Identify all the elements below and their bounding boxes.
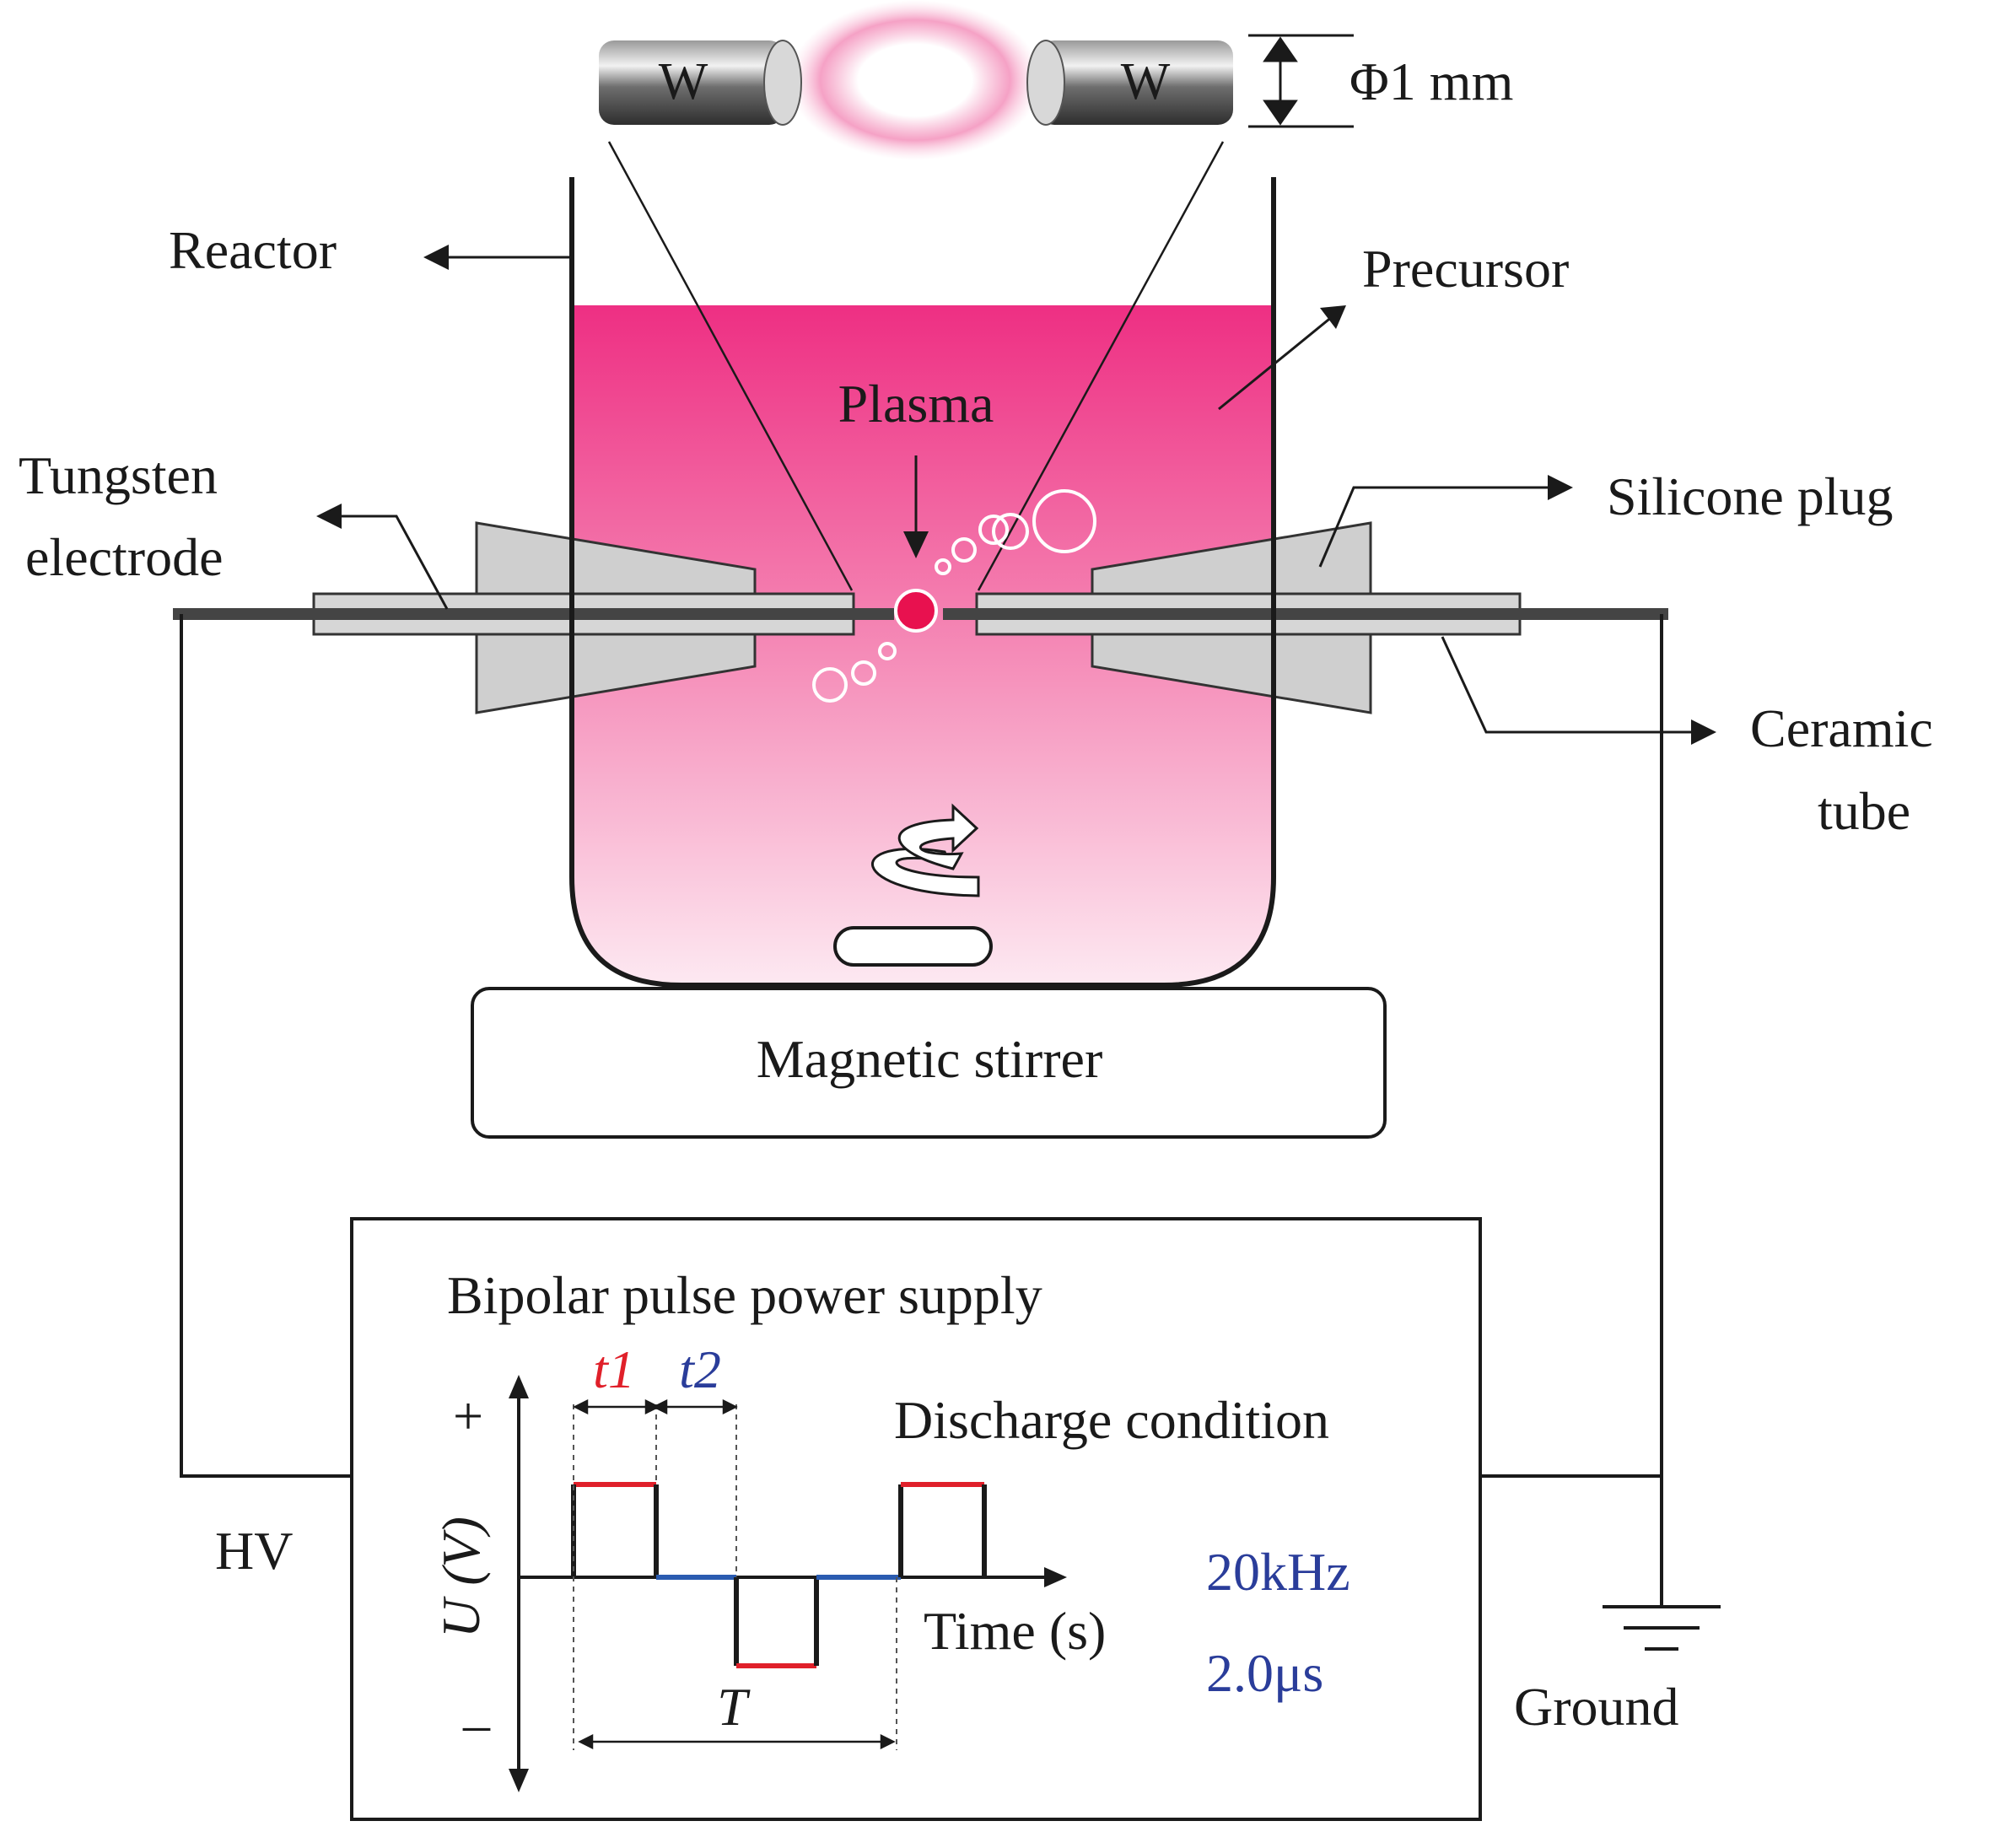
silicone-plug-arrow	[1318, 475, 1573, 568]
ground-label: Ground	[1514, 1677, 1679, 1737]
waveform-axes	[509, 1375, 1067, 1792]
tungsten-label-line1: Tungsten	[19, 445, 218, 505]
ceramic-tube-arrow	[1441, 636, 1716, 745]
minus-label: –	[462, 1694, 491, 1754]
precursor-arrow	[1218, 305, 1346, 411]
zoom-line-left	[607, 141, 854, 591]
hv-wire	[180, 614, 384, 1478]
rod-right-label: W	[1121, 53, 1171, 110]
hv-label: HV	[215, 1521, 293, 1581]
precursor-liquid	[572, 305, 1274, 983]
plasma-label: Plasma	[838, 374, 994, 434]
plasma-dot	[894, 589, 938, 633]
plasma-glow	[789, 0, 1042, 160]
power-supply-box	[350, 1217, 1482, 1821]
stir-bar	[833, 926, 993, 967]
plasma-arrow	[903, 455, 929, 558]
ceramic-tube-label-line1: Ceramic	[1750, 698, 1933, 758]
plus-label: +	[453, 1386, 483, 1446]
t1-label: t1	[593, 1339, 635, 1399]
tungsten-arrow	[316, 504, 449, 610]
period-dimension	[578, 1733, 896, 1750]
tungsten-label-line2: electrode	[25, 527, 224, 587]
stirring-arrow-icon	[871, 803, 980, 897]
ground-symbol-icon	[1603, 1605, 1721, 1651]
time-axis-label: Time (s)	[924, 1601, 1106, 1661]
diameter-dimension	[1248, 34, 1354, 128]
magnetic-stirrer-label: Magnetic stirrer	[757, 1029, 1103, 1089]
y-axis-label: U (V)	[431, 1517, 491, 1638]
power-supply-label: Bipolar pulse power supply	[447, 1265, 1042, 1325]
tungsten-rod-right	[1026, 40, 1233, 126]
precursor-label: Precursor	[1362, 239, 1569, 299]
magnetic-stirrer-box	[471, 987, 1387, 1139]
period-label: T	[717, 1677, 751, 1737]
ceramic-tube-label-line2: tube	[1818, 781, 1910, 841]
rod-left-label: W	[659, 53, 708, 110]
tungsten-rod-left	[599, 40, 802, 126]
reactor-label: Reactor	[169, 220, 337, 280]
frequency-value: 20kHz	[1206, 1542, 1350, 1602]
reactor-arrow	[423, 245, 572, 270]
t2-label: t2	[679, 1339, 721, 1399]
timing-guides	[573, 1404, 897, 1750]
reactor-wall	[569, 177, 1276, 988]
t1-t2-dimension	[573, 1398, 738, 1415]
pulse-waveform	[571, 1482, 987, 1668]
silicone-plug-label: Silicone plug	[1607, 466, 1894, 526]
discharge-condition-label: Discharge condition	[894, 1390, 1329, 1450]
pulse-width-value: 2.0μs	[1206, 1643, 1323, 1703]
diameter-label: Φ1 mm	[1349, 51, 1513, 111]
bubbles	[812, 489, 1096, 703]
